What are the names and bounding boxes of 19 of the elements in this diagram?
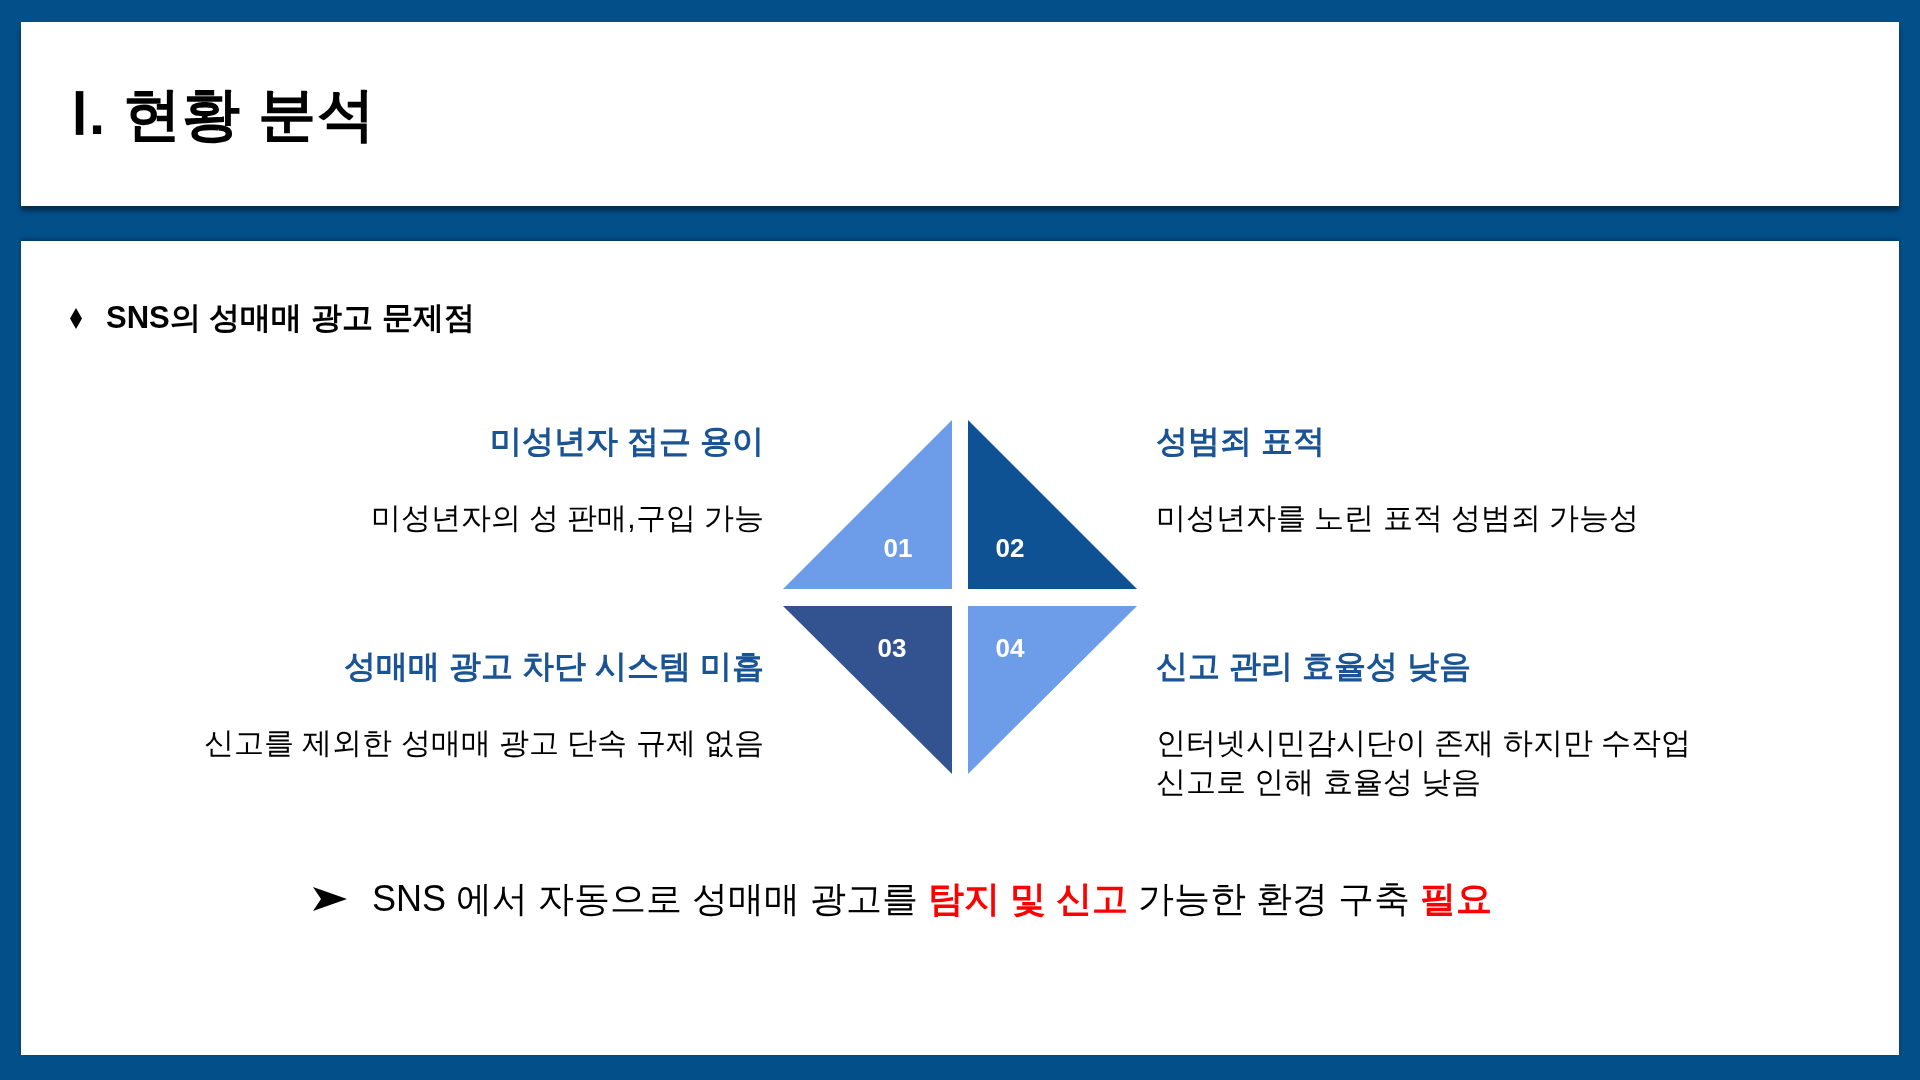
- point-heading: 미성년자 접근 용이: [490, 422, 764, 461]
- triangle-shape: [968, 420, 1137, 589]
- point-description: 신고를 제외한 성매매 광고 단속 규제 없음: [204, 725, 764, 761]
- section-heading: SNS의 성매매 광고 문제점: [106, 299, 475, 337]
- point-heading: 성범죄 표적: [1156, 422, 1325, 461]
- number-label: 03: [877, 632, 907, 664]
- conclusion-text: SNS 에서 자동으로 성매매 광고를 탐지 및 신고 가능한 환경 구축 필요: [372, 877, 1493, 921]
- point-heading: 신고 관리 효율성 낮음: [1156, 647, 1471, 686]
- point-heading: 성매매 광고 차단 시스템 미흡: [344, 647, 764, 686]
- number-label: 01: [883, 532, 913, 564]
- triangle-shape: [783, 420, 952, 589]
- triangle-shape: [968, 606, 1137, 774]
- point-description: 미성년자의 성 판매,구입 가능: [370, 500, 764, 536]
- point-description: 인터넷시민감시단이 존재 하지만 수작업 신고로 인해 효율성 낮음: [1156, 725, 1692, 800]
- page-title: Ⅰ. 현황 분석: [71, 80, 377, 148]
- triangle-shape: [783, 606, 952, 774]
- point-description: 미성년자를 노린 표적 성범죄 가능성: [1156, 500, 1640, 536]
- number-label: 02: [995, 532, 1025, 564]
- number-label: 04: [995, 632, 1025, 664]
